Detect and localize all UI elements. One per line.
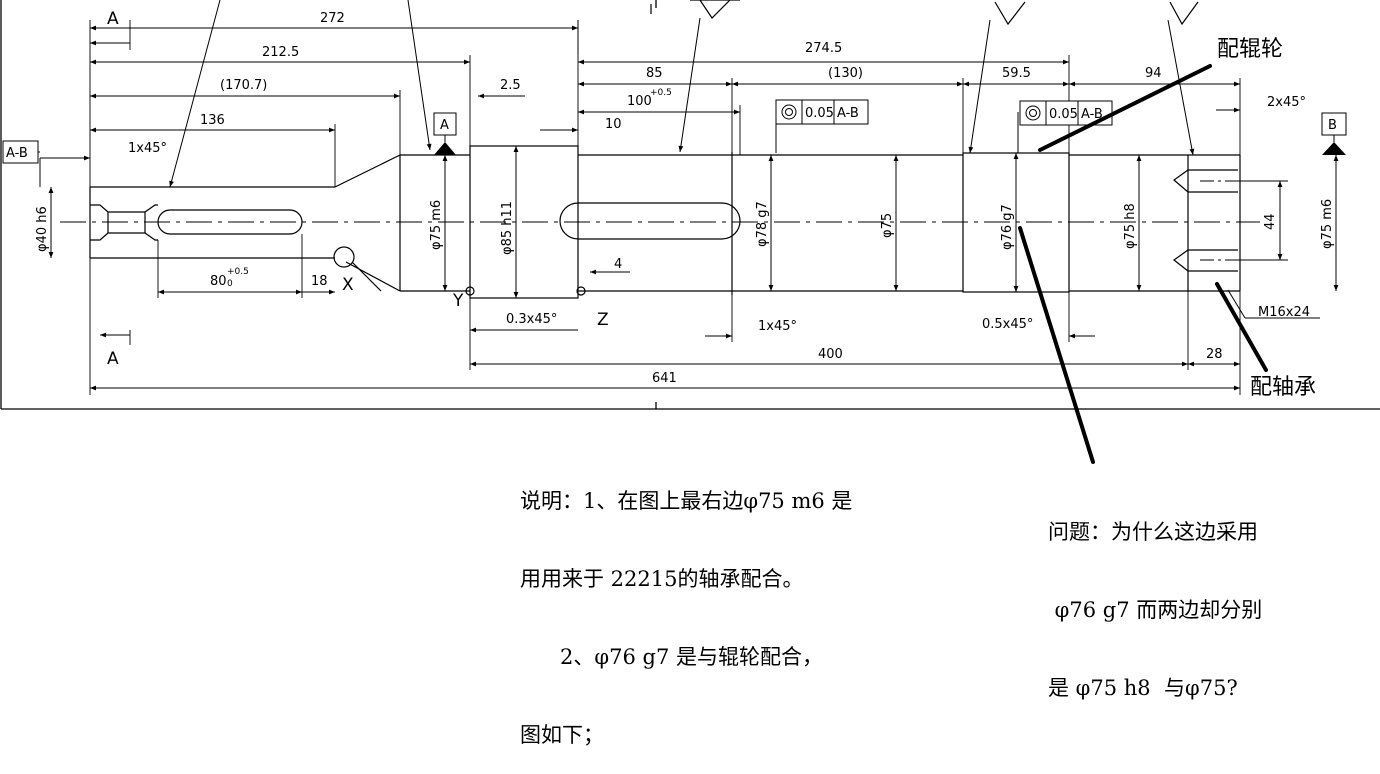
dim-130: (130) — [828, 66, 863, 81]
dimension-lines — [40, 25, 1240, 391]
frame2-datum: A-B — [1081, 107, 1103, 122]
dim-212-5: 212.5 — [262, 45, 299, 60]
datum-b-label: B — [1328, 118, 1337, 133]
dim-1x45-mid: 1x45° — [758, 319, 797, 334]
dim-80-tol-lower: 0 — [227, 279, 233, 289]
diameter-lines — [39, 146, 1339, 298]
dim-400: 400 — [818, 347, 843, 362]
dim-18: 18 — [311, 274, 328, 289]
dim-1x45-left: 1x45° — [128, 141, 167, 156]
extension-lines — [89, 20, 1288, 395]
dim-274-5: 274.5 — [805, 41, 842, 56]
section-a-top: A — [107, 9, 119, 29]
datum-triangles — [434, 142, 1346, 155]
description-note: 说明：1、在图上最右边φ75 m6 是 用用来于 22215的轴承配合。 2、φ… — [520, 436, 852, 774]
phi76-label: φ76 g7 — [1000, 204, 1015, 250]
tolerance-frames — [775, 99, 1113, 126]
phi85-label: φ85 h11 — [500, 201, 515, 255]
frame2-value: 0.05 — [1049, 107, 1078, 122]
dim-0-3x45: 0.3x45° — [506, 312, 557, 327]
dim-4: 4 — [614, 257, 622, 272]
frame1-value: 0.05 — [805, 106, 834, 121]
section-a-bottom: A — [107, 349, 119, 369]
datum-boxes — [2, 112, 1347, 164]
frame1-datum: A-B — [837, 106, 859, 121]
dim-80-tol-upper: +0.5 — [227, 267, 249, 277]
dim-136: 136 — [200, 113, 225, 128]
roller-callout: 配辊轮 — [1217, 37, 1283, 62]
dim-94: 94 — [1145, 66, 1162, 81]
diameter-texts: φ40 h6 φ75 m6 φ85 h11 φ78 g7 φ75 φ76 g7 … — [35, 199, 1335, 255]
surface-finish-symbols — [650, 0, 1199, 26]
annotation-strokes — [1018, 64, 1268, 464]
dim-m16x24: M16x24 — [1258, 305, 1310, 320]
dim-170-7: (170.7) — [220, 78, 267, 93]
question-note: 问题：为什么这边采用 φ76 g7 而两边却分别 是 φ75 h8 与φ75? — [1048, 467, 1262, 727]
dim-641: 641 — [652, 371, 677, 386]
description-line-4: 图如下； — [520, 723, 604, 747]
mark-z: Z — [597, 310, 609, 330]
dim-100-tol: +0.5 — [650, 88, 672, 98]
dim-2x45: 2x45° — [1267, 95, 1306, 110]
bearing-callout: 配轴承 — [1250, 375, 1316, 400]
dim-272: 272 — [320, 11, 345, 26]
datum-a-label: A — [440, 118, 449, 133]
dim-85: 85 — [646, 66, 663, 81]
description-line-3: 2、φ76 g7 是与辊轮配合， — [520, 645, 823, 669]
description-line-2: 用用来于 22215的轴承配合。 — [520, 567, 804, 591]
phi75-m6-right-label: φ75 m6 — [1320, 199, 1335, 249]
dim-28: 28 — [1206, 347, 1223, 362]
dim-100: 100 — [627, 94, 652, 109]
mark-y: Y — [452, 291, 464, 311]
callouts: 配辊轮 配轴承 — [1217, 37, 1316, 400]
phi75-m6-left-label: φ75 m6 — [429, 200, 444, 250]
phi75-h8-label: φ75 h8 — [1123, 203, 1138, 249]
dim-10: 10 — [605, 117, 622, 132]
phi78-label: φ78 g7 — [755, 201, 770, 247]
question-line-1: 问题：为什么这边采用 — [1048, 520, 1258, 544]
left-ref-label: A-B — [6, 146, 28, 161]
dim-2-5: 2.5 — [500, 78, 521, 93]
tolerance-frame-texts: 0.05 A-B 0.05 A-B — [805, 106, 1103, 122]
mark-x: X — [342, 275, 354, 295]
phi40-label: φ40 h6 — [35, 206, 50, 252]
drawing-frame — [0, 0, 1380, 410]
shaft-drawing: 272 212.5 (170.7) 136 1x45° 2.5 274.5 85… — [0, 0, 1380, 464]
question-line-3: 是 φ75 h8 与φ75? — [1048, 676, 1238, 700]
leader-lines — [30, 0, 1320, 319]
dim-0-5x45: 0.5x45° — [982, 317, 1033, 332]
datum-letters: A-B A B A A X Y Z — [6, 9, 1337, 369]
question-line-2: φ76 g7 而两边却分别 — [1048, 598, 1263, 622]
dim-80: 80 — [210, 274, 227, 289]
dim-44: 44 — [1263, 213, 1278, 230]
dim-59-5: 59.5 — [1002, 66, 1031, 81]
description-line-1: 说明：1、在图上最右边φ75 m6 是 — [520, 489, 853, 513]
phi75-plain-label: φ75 — [880, 213, 895, 238]
dimension-texts: 272 212.5 (170.7) 136 1x45° 2.5 274.5 85… — [128, 11, 1310, 386]
